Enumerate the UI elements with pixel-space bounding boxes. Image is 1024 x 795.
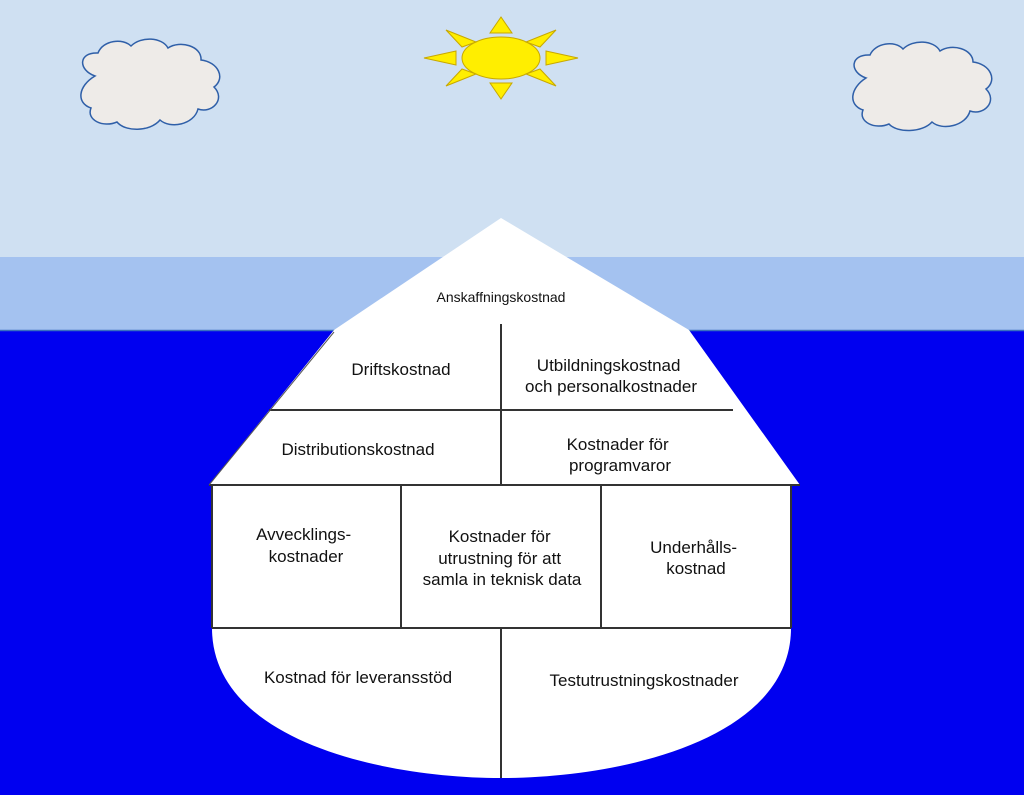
- iceberg-outline: [208, 331, 335, 486]
- iceberg: [209, 218, 800, 778]
- label-leveransstod: Kostnad för leveransstöd: [264, 668, 452, 687]
- label-utbildningskostnad: Utbildningskostnad och personalkostnader: [525, 356, 697, 396]
- label-testutrustningskostnader: Testutrustningskostnader: [550, 671, 739, 690]
- sun-icon: [423, 16, 579, 100]
- cloud-icon: [852, 41, 993, 132]
- cloud-icon: [80, 38, 221, 130]
- label-programvaror: Kostnader för programvaror: [567, 435, 674, 475]
- label-utrustning-teknisk-data: Kostnader för utrustning för att samla i…: [423, 527, 582, 589]
- label-avvecklingskostnader: Avvecklings- kostnader: [256, 525, 356, 566]
- label-distributionskostnad: Distributionskostnad: [281, 440, 434, 459]
- label-underhallskostnad: Underhålls- kostnad: [650, 538, 742, 578]
- iceberg-grid: [209, 324, 800, 778]
- label-driftskostnad: Driftskostnad: [351, 360, 450, 379]
- label-anskaffningskostnad: Anskaffningskostnad: [437, 289, 566, 305]
